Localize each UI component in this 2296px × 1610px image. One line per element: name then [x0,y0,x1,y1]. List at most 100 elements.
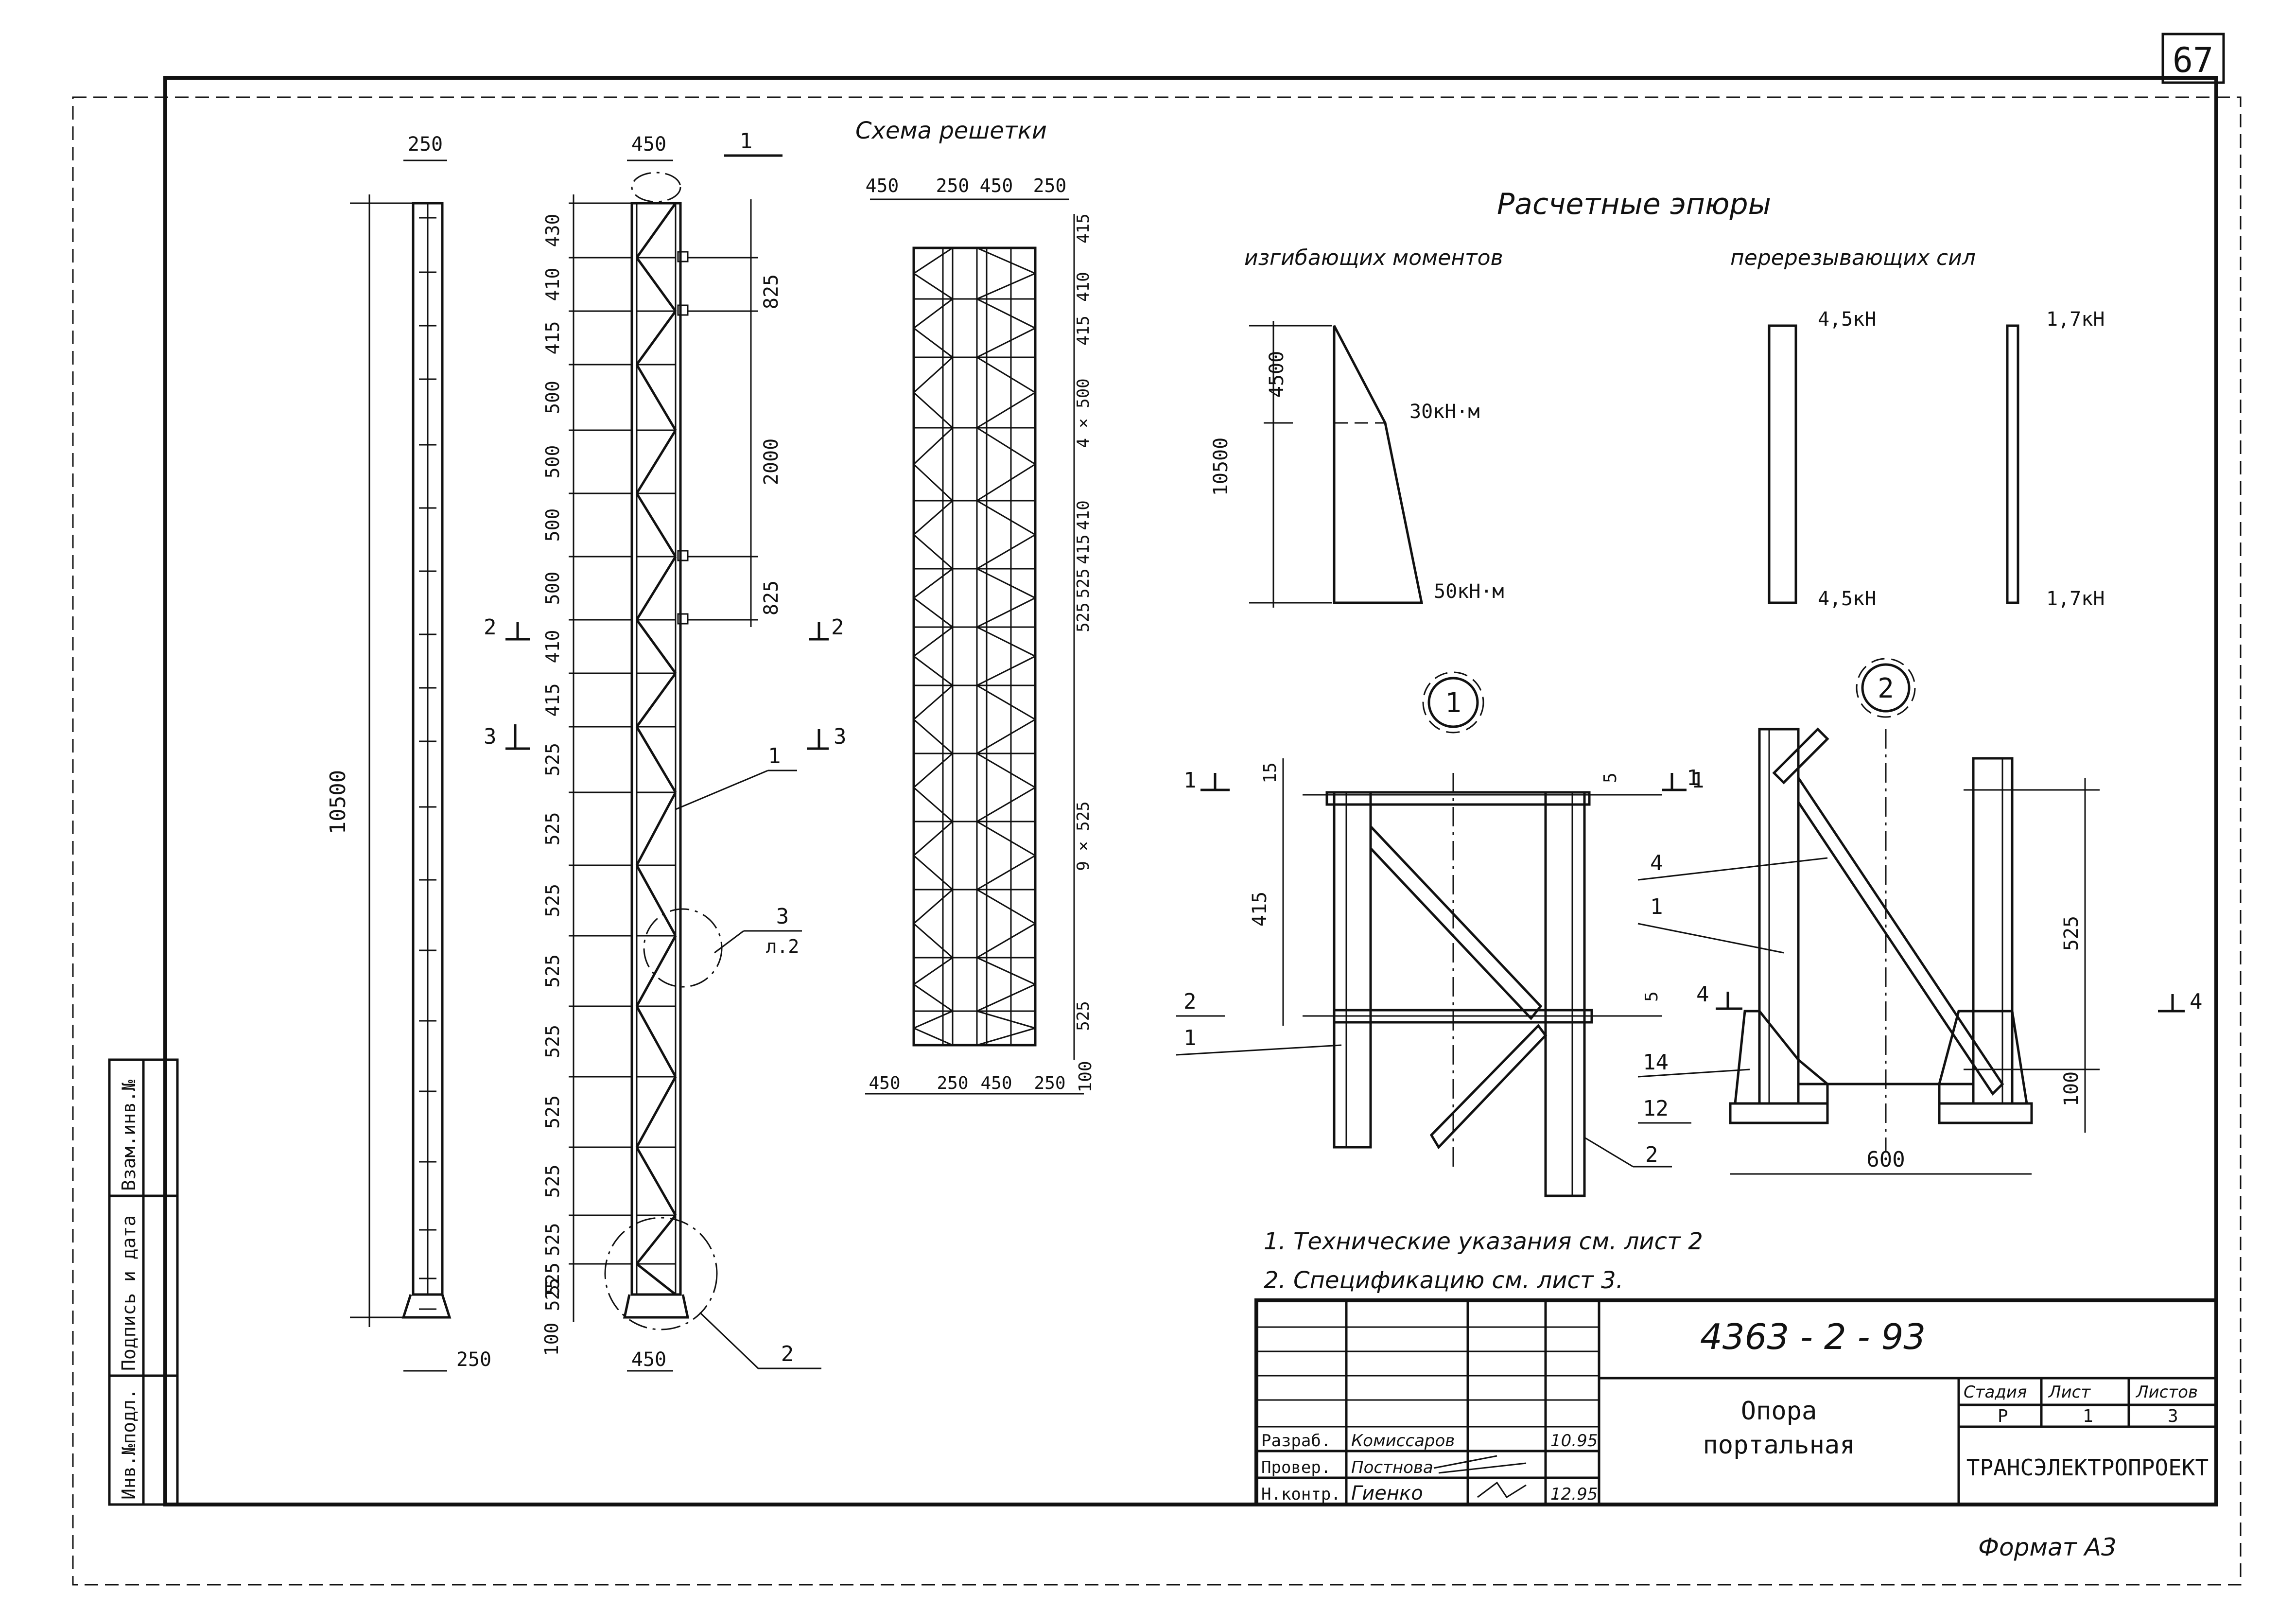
tb-role-0: Разраб. [1261,1431,1331,1451]
lattice-diagonal [913,983,953,1012]
shear-diagram-1 [1768,324,1797,604]
diagrams-title: Расчетные эпюры [1497,187,1771,221]
panel-dim-8: 415 [542,683,563,717]
lattice-diagonal [913,1027,953,1046]
lattice-diagonal [913,247,953,274]
lattice-diagonal [913,597,953,628]
lattice-diagonal [913,463,954,502]
diagram-height-dim: 10500 [1210,438,1232,496]
shear2-top: 1,7кН [2046,308,2105,331]
truss-diagonal [635,202,677,259]
lattice-diagonal [913,923,953,959]
lattice-diagonal [976,684,1036,720]
moment-diagram [1333,325,1424,604]
truss-diagonal [635,619,677,674]
panel-dim-12: 525 [542,954,563,988]
mid-bottom-dim: 450 [631,1348,666,1371]
lattice-right-dim-0: 415 [1074,213,1093,243]
shear1-bottom: 4,5кН [1818,588,1876,610]
right-dim-1: 2000 [760,438,783,485]
lattice-diagonal [976,787,1036,822]
page-number-box [2161,33,2225,84]
truss-diagonal [635,310,677,366]
lattice-diagonal [913,752,953,788]
sec2-right: 2 [831,615,844,640]
signature-1 [1433,1455,1527,1474]
sec2-left: 2 [484,615,497,640]
moment-base-label: 50кН·м [1434,580,1504,603]
lattice-diagonal [913,855,953,891]
lattice-right-dim-4: 410 [1074,500,1093,530]
tb-name-2: Гиенко [1351,1482,1423,1505]
drawing-title-2: портальная [1703,1431,1855,1460]
truss-diagonal [635,1076,677,1148]
detail1-dim-5b: 5 [1642,991,1662,1002]
truss-diagonal [635,364,677,431]
elevation-front-view: 450 1 4304104155005005005004104155255255… [484,129,847,1372]
stage-label: Стадия [1964,1382,2027,1402]
lattice-diagonal [976,568,1036,599]
signature-2 [1477,1481,1527,1499]
note-1: 1. Технические указания см. лист 2 [1264,1228,1703,1255]
left-height-dim: 10500 [326,770,350,834]
notes: 1. Технические указания см. лист 2 2. Сп… [1264,1228,1703,1294]
lattice-diagonal [976,534,1036,570]
tb-date-2: 12.95 [1550,1485,1598,1504]
sheets-label: Листов [2135,1382,2198,1402]
lattice-bottom-dim-1: 250 [937,1073,968,1093]
lattice-diagonal [976,889,1036,925]
left-bottom-dim: 250 [456,1348,491,1371]
lattice-bottom-dim-2: 450 [980,1073,1012,1093]
side-stamp-podpis: Подпись и дата [118,1215,139,1371]
detail1-label: 1 [1445,687,1461,719]
lattice-diagonal [913,273,953,300]
truss-diagonal [635,556,677,621]
panel-dim-17: 525 [542,1262,563,1296]
lattice-diagonal [976,1010,1036,1029]
tb-name-1: Постнова [1351,1458,1433,1477]
lattice-diagonal [976,247,1036,274]
lattice-right-dim-8: 9 × 525 [1074,801,1093,871]
lattice-diagonal [976,392,1036,429]
lattice-right-dim-5: 415 [1074,534,1093,564]
diagram-upper-dim: 4500 [1266,351,1288,398]
lattice-bottom-dim-0: 450 [869,1073,900,1093]
mid-section-mark: 1 [740,129,753,154]
detail2-sec-4-right: 4 [2190,989,2203,1014]
detail2-label: 2 [1878,673,1894,704]
panel-dim-5: 500 [542,508,563,542]
truss-diagonal [635,1146,677,1216]
shear1-top: 4,5кН [1818,308,1876,331]
lattice-diagonal [913,718,953,754]
truss-diagonal [635,672,677,728]
side-stamp-vzam: Взам.инв.№ [118,1080,139,1191]
elevation-side-view: 250 10500 250 [326,133,491,1372]
lattice-diagonal [913,1010,953,1029]
detail2-mark-14: 14 [1643,1050,1669,1075]
detail-1: 1 15 5 415 5 1 1 2 1 2 [1176,671,1705,1197]
detail1-mark-1: 1 [1183,1026,1197,1050]
truss-diagonal [636,1263,677,1295]
page-number: 67 [2173,40,2213,80]
panel-dim-4: 500 [542,445,563,479]
lattice-top-dim-2: 450 [980,175,1013,196]
lattice-diagonal [976,597,1036,628]
side-stamp-inv: Инв.№подл. [118,1388,139,1500]
truss-diagonal [635,1005,677,1078]
lattice-diagonal [976,923,1036,959]
lattice-diagonal [976,463,1036,502]
gusset-plate [677,613,689,625]
truss-diagonal [636,1214,677,1265]
lattice-diagonal [976,356,1036,393]
lattice-bottom-dim-3: 250 [1034,1073,1065,1093]
lattice-diagonal [976,298,1036,329]
side-stamp: Взам.инв.№ Подпись и дата Инв.№подл. [108,1058,179,1506]
sec3-right: 3 [834,724,847,749]
truss-diagonal [635,935,677,1007]
truss-diagonal [635,791,677,866]
shear2-bottom: 1,7кН [2046,588,2105,610]
lattice-diagonal [976,1027,1036,1046]
sheet-value: 1 [2083,1406,2093,1426]
